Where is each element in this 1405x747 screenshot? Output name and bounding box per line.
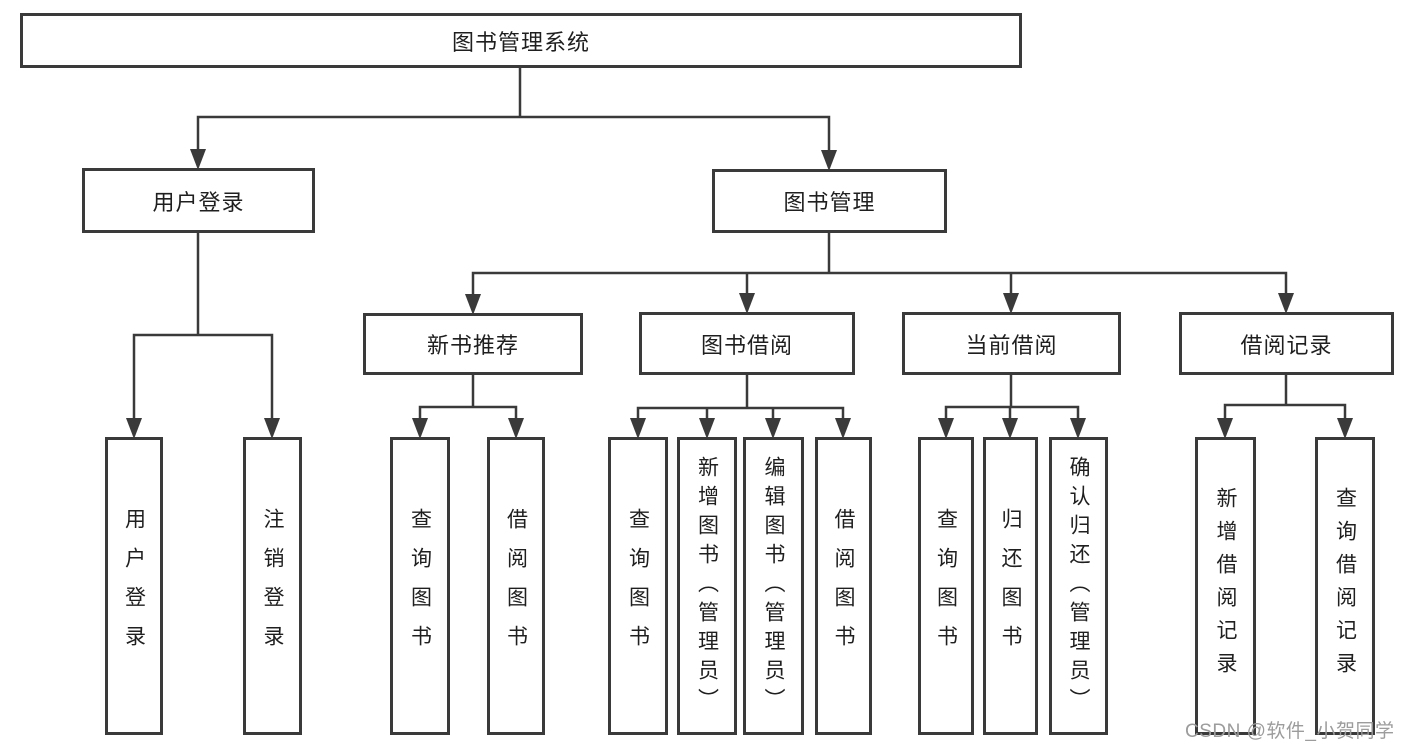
leaf-user-login: 用户登录 <box>105 437 163 735</box>
watermark: CSDN @软件_小贺同学 <box>1185 721 1395 742</box>
leaf-query-book-2: 查询图书 <box>608 437 668 735</box>
leaf-return-book: 归还图书 <box>983 437 1038 735</box>
node-borrow-record-label: 借阅记录 <box>1240 332 1333 358</box>
node-current-borrow: 当前借阅 <box>902 312 1121 375</box>
leaf-query-book-1: 查询图书 <box>390 437 450 735</box>
node-book-borrow-label: 图书借阅 <box>700 332 793 358</box>
node-user-login-label: 用户登录 <box>152 189 245 215</box>
leaf-logout: 注销登录 <box>243 437 302 735</box>
node-borrow-record: 借阅记录 <box>1179 312 1394 375</box>
node-user-login: 用户登录 <box>82 168 315 233</box>
node-book-management: 图书管理 <box>712 169 947 233</box>
node-current-borrow-label: 当前借阅 <box>965 332 1058 358</box>
leaf-borrow-book-1: 借阅图书 <box>487 437 545 735</box>
leaf-add-borrow-record: 新增借阅记录 <box>1195 437 1256 735</box>
node-root-label: 图书管理系统 <box>451 29 590 55</box>
leaf-add-book-admin: 新增图书（管理员） <box>677 437 737 735</box>
node-root-system: 图书管理系统 <box>20 13 1022 68</box>
leaf-edit-book-admin: 编辑图书（管理员） <box>743 437 804 735</box>
node-new-book-recommend: 新书推荐 <box>363 313 583 375</box>
leaf-confirm-return-admin: 确认归还（管理员） <box>1049 437 1108 735</box>
leaf-query-borrow-record: 查询借阅记录 <box>1315 437 1375 735</box>
node-book-borrow: 图书借阅 <box>639 312 855 375</box>
node-book-management-label: 图书管理 <box>783 190 876 215</box>
leaf-borrow-book-2: 借阅图书 <box>815 437 872 735</box>
leaf-query-book-3: 查询图书 <box>918 437 974 735</box>
node-new-book-recommend-label: 新书推荐 <box>426 333 519 358</box>
